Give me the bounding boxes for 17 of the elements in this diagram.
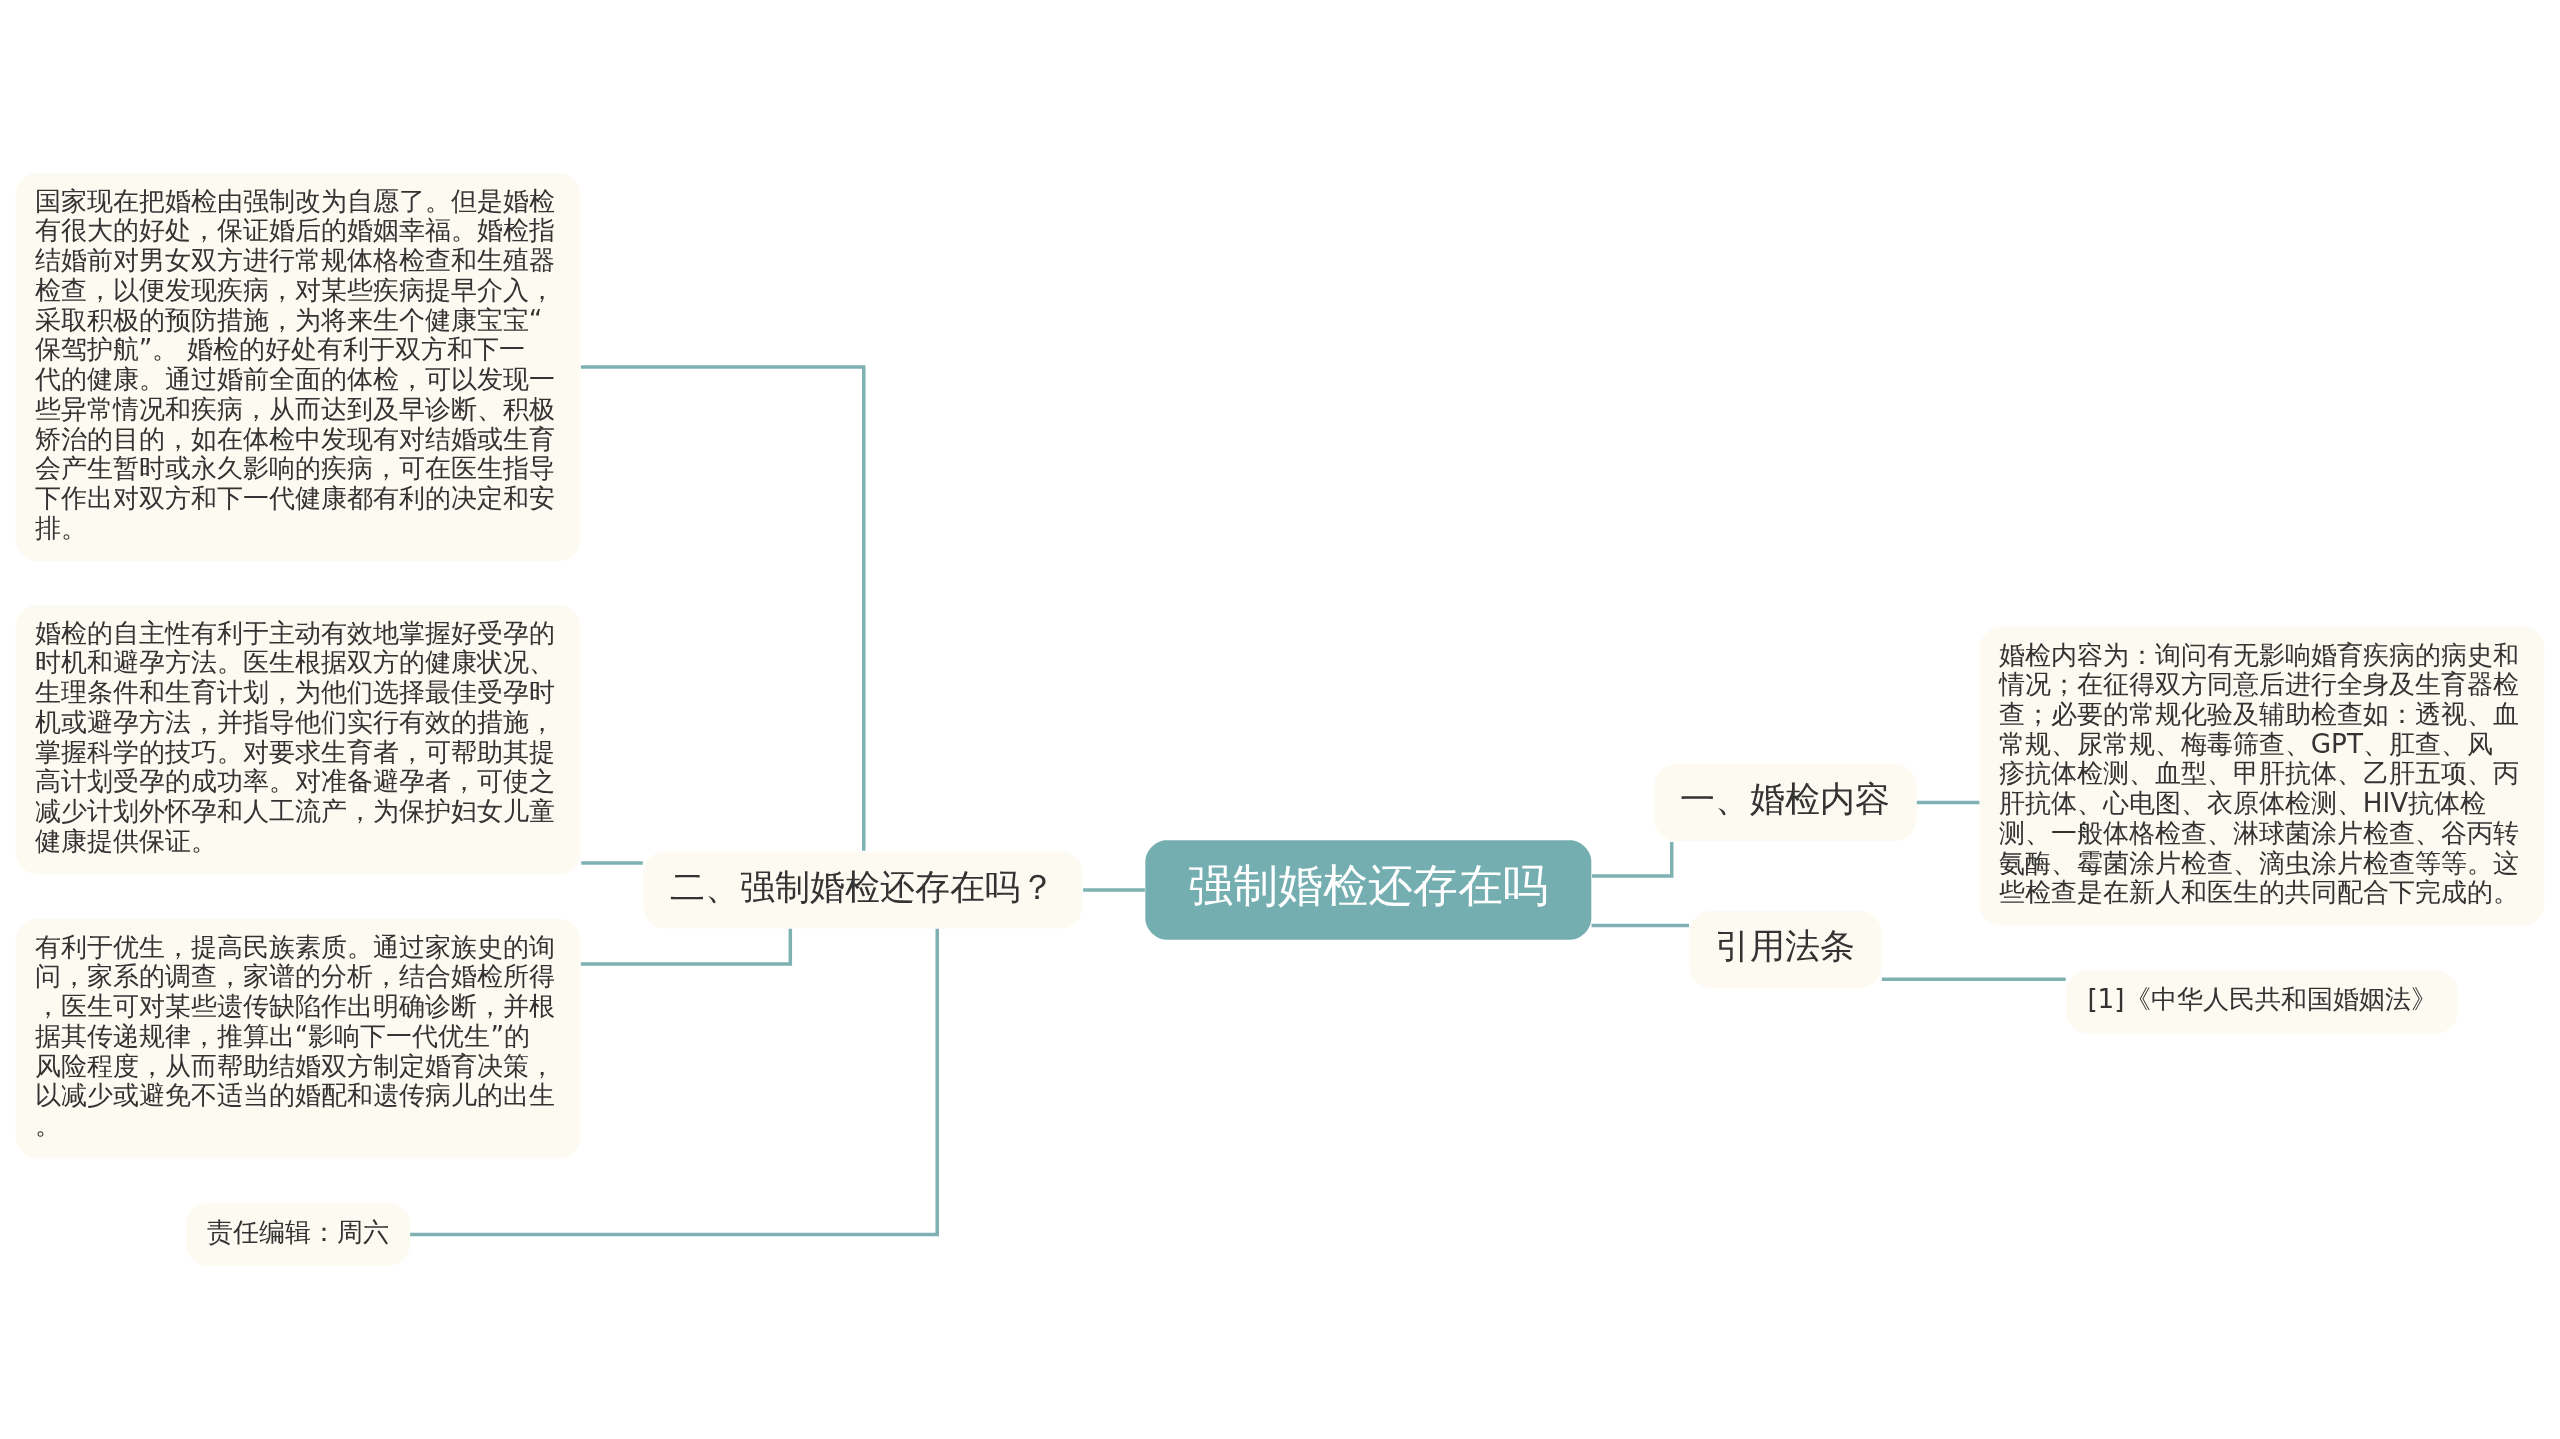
connector bbox=[1591, 923, 1690, 928]
connector bbox=[410, 928, 939, 1237]
node-box: 责任编辑：周六 bbox=[186, 1203, 410, 1266]
node-box: 一、婚检内容 bbox=[1654, 764, 1917, 842]
node-box: 国家现在把婚检由强制改为自愿了。但是婚检有很大的好处，保证婚后的婚姻幸福。婚检指结婚前对男女双方进行常规体格检查和生殖器检查，以便发现疾病，对某些疾病提早介入，采取积极的预防措施，为将来生个健康宝宝“保驾护航”。 婚检的好处有利于双方和下一代的健康。通过婚前全面的体检，可以发现一些异常情况和疾病，从而达到及早诊断、积极矫治的目的，如在体检中发现有对结婚或生育会产生暂时或永久影响的疾病，可在医生指导下作出对双方和下一代健康都有利的决定和安排。 bbox=[15, 173, 581, 562]
node-box: 引用法条 bbox=[1689, 911, 1882, 988]
node-box: 有利于优生，提高民族素质。通过家族史的询问，家系的调查，家谱的分析，结合婚检所得，医生可对某些遗传缺陷作出明确诊断，并根据其传递规律，推算出“影响下一代优生”的风险程度，从而帮助结婚双方制定婚育决策，以减少或避免不适当的婚配和遗传病儿的出生。 bbox=[15, 918, 581, 1159]
node-box: 二、强制婚检还存在吗？ bbox=[643, 851, 1083, 929]
connector bbox=[1916, 800, 1980, 805]
connector bbox=[581, 861, 643, 865]
node-box: [1]《中华人民共和国婚姻法》 bbox=[2066, 970, 2458, 1034]
node-box: 婚检的自主性有利于主动有效地掌握好受孕的时机和避孕方法。医生根据双方的健康状况、生理条件和生育计划，为他们选择最佳受孕时机或避孕方法，并指导他们实行有效的措施，掌握科学的技巧。对要求生育者，可帮助其提高计划受孕的成功率。对准备避孕者，可使之减少计划外怀孕和人工流产，为保护妇女儿童健康提供保证。 bbox=[15, 604, 581, 875]
connector bbox=[1083, 888, 1145, 892]
connector bbox=[1881, 977, 2066, 981]
connector bbox=[580, 365, 866, 851]
node-box: 婚检内容为：询问有无影响婚育疾病的病史和情况；在征得双方同意后进行全身及生育器检查；必要的常规化验及辅助检查如：透视、血常规、尿常规、梅毒筛查、GPT、肛查、风疹抗体检测、血型、甲肝抗体、乙肝五项、丙肝抗体、心电图、衣原体检测、HIV抗体检测、一般体格检查、淋球菌涂片检查、谷丙转氨酶、霉菌涂片检查、滴虫涂片检查等等。这些检查是在新人和医生的共同配合下完成的。 bbox=[1979, 626, 2545, 926]
node-box: 强制婚检还存在吗 bbox=[1145, 840, 1592, 940]
